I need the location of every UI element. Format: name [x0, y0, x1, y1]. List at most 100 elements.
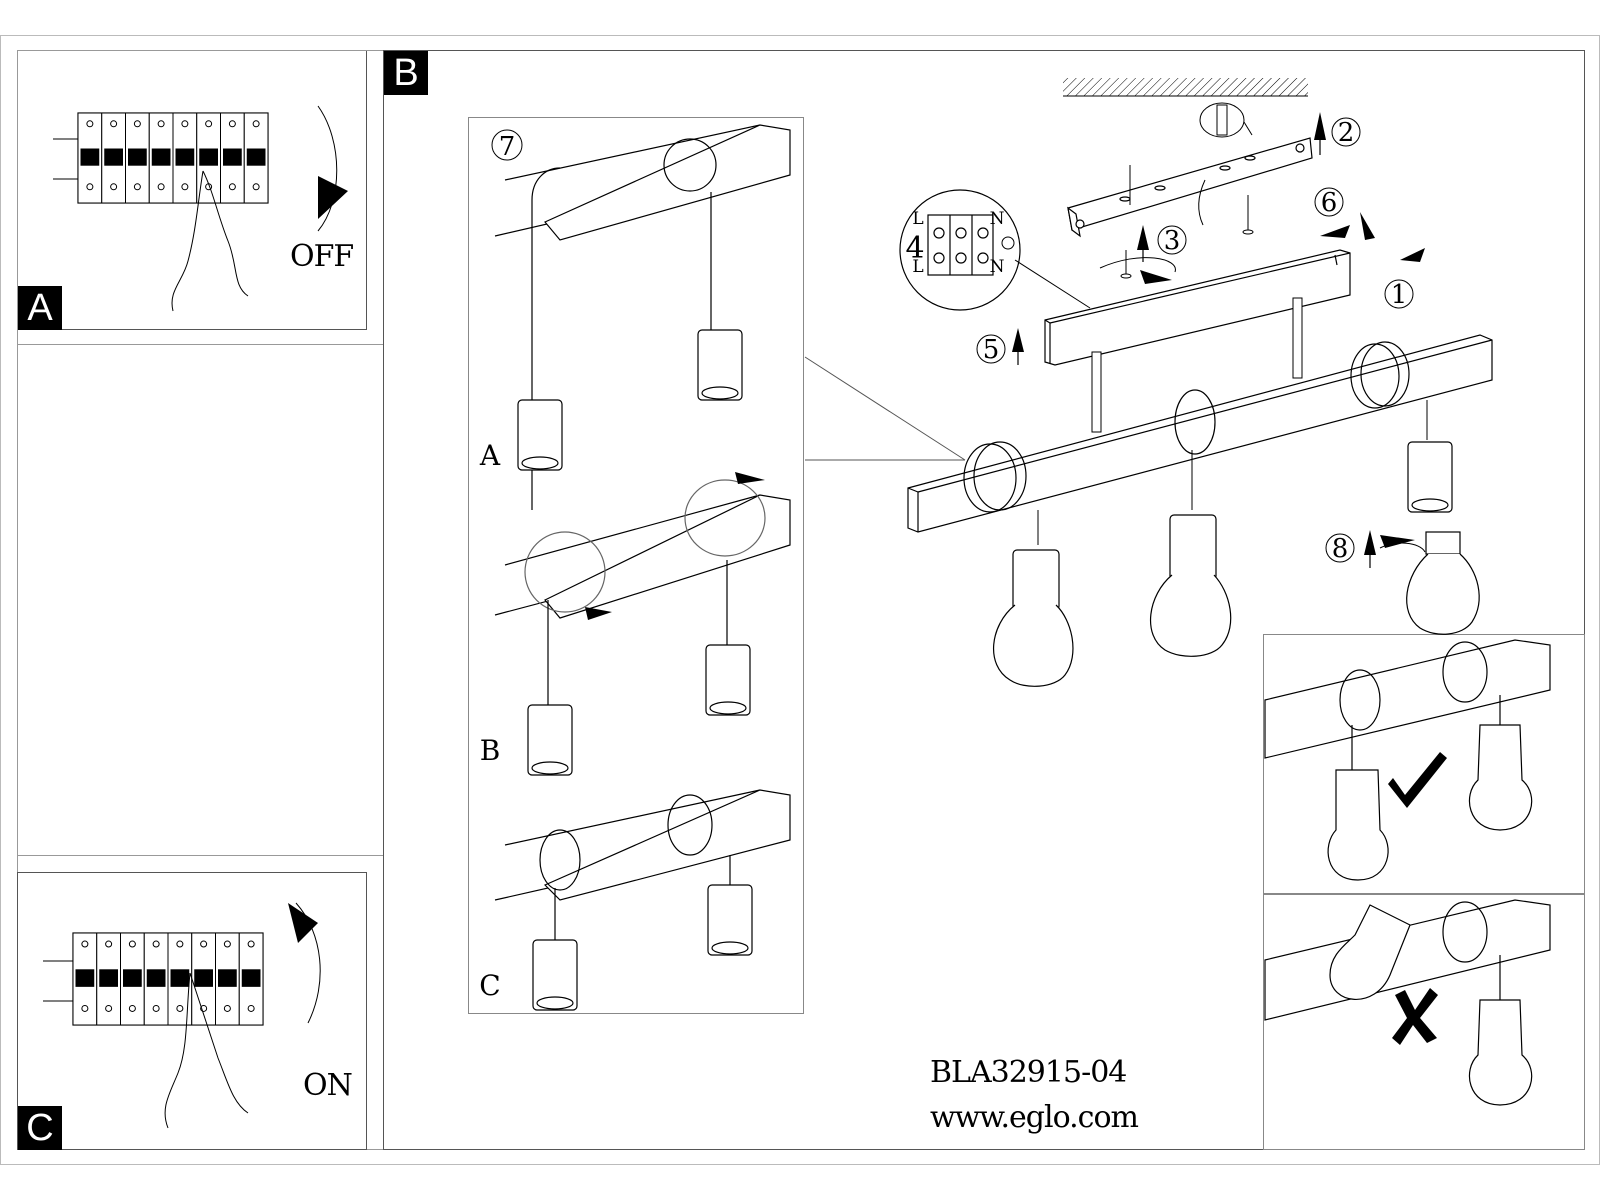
terminal-screw	[81, 1004, 89, 1012]
breaker-modules	[72, 932, 264, 1026]
terminal-screw	[252, 120, 260, 128]
step-circle-1	[1384, 279, 1414, 309]
step-circle-8	[1325, 533, 1355, 563]
terminal-screw	[228, 183, 236, 191]
terminal-screw	[200, 940, 208, 948]
terminal-screw	[223, 940, 231, 948]
breaker-lever	[104, 148, 123, 166]
breaker-lever	[170, 969, 190, 987]
step-5-label: 5	[983, 335, 1000, 365]
terminal-block-detail	[899, 189, 1091, 311]
terminal-screw	[157, 183, 165, 191]
arrow-up-icon	[1012, 328, 1024, 352]
lamp-middle	[1150, 514, 1232, 657]
terminal-screw	[110, 120, 118, 128]
breaker-lever	[123, 969, 142, 987]
step-circle-5	[976, 334, 1006, 364]
hand-icon	[164, 972, 249, 1129]
panel-b-letter: B	[384, 51, 428, 95]
panel-a-letter: A	[18, 286, 62, 330]
rotate-arrow-icon	[1099, 257, 1176, 273]
supply-wire	[1198, 179, 1206, 226]
website-url[interactable]: www.eglo.com	[930, 1100, 1139, 1135]
terminal-screw	[205, 120, 213, 128]
breaker-lever	[80, 148, 100, 166]
breaker-lever	[146, 969, 166, 987]
check-icon	[1388, 752, 1447, 808]
screw-icon	[1120, 165, 1254, 279]
switch-off-label: OFF	[290, 239, 354, 274]
step-circle-3	[1157, 225, 1187, 255]
breaker-lever	[218, 969, 237, 987]
terminal-screw	[105, 1004, 113, 1012]
step-1-label: 1	[1391, 280, 1408, 310]
hand-icon	[171, 170, 249, 312]
turn-arrow-icon	[317, 105, 338, 232]
pendant-cables	[1037, 400, 1428, 545]
arrow-right-icon	[735, 472, 765, 484]
arrow-up-icon	[1364, 530, 1376, 555]
step-circles	[491, 117, 1414, 563]
breaker-lever	[246, 148, 266, 166]
step-8-label: 8	[1332, 534, 1349, 564]
arrow-left-icon	[1400, 248, 1425, 262]
terminal-n-top: N	[990, 209, 1005, 229]
variant-c-drawing	[494, 789, 791, 1011]
breaker-lever	[99, 969, 118, 987]
variant-b-drawing	[494, 479, 791, 776]
lamp-right	[1407, 441, 1453, 513]
left-column-frame	[17, 345, 384, 855]
breaker-lever	[75, 969, 95, 987]
correct-hanging-drawing	[1264, 639, 1551, 881]
step-7-label: 7	[499, 132, 516, 162]
terminal-screw	[86, 183, 94, 191]
arrow-head-icon	[288, 903, 318, 943]
panel-b: B	[383, 50, 1585, 1150]
terminal-screw	[252, 183, 260, 191]
terminal-screw	[133, 183, 141, 191]
terminal-screw	[152, 940, 160, 948]
breaker-lever	[175, 148, 195, 166]
terminal-screw	[223, 1004, 231, 1012]
breaker-lever	[151, 148, 171, 166]
terminal-screw	[81, 940, 89, 948]
terminal-screw	[181, 120, 189, 128]
breaker-lever	[199, 148, 218, 166]
suspension-rods	[1091, 297, 1303, 433]
arrow-right-icon	[585, 607, 612, 620]
variant-a-label: A	[479, 439, 501, 472]
terminal-screw	[105, 940, 113, 948]
mounting-bracket	[1067, 137, 1313, 238]
step-circle-7	[491, 129, 523, 161]
breaker-lever	[223, 148, 242, 166]
variant-a-drawing	[494, 124, 791, 510]
terminal-screw	[86, 120, 94, 128]
terminal-l-top: L	[912, 209, 923, 229]
step-2-label: 2	[1338, 118, 1355, 148]
terminal-screw	[110, 183, 118, 191]
loose-bulb	[1406, 531, 1480, 635]
terminal-screw	[157, 120, 165, 128]
model-code: BLA32915-04	[930, 1055, 1127, 1090]
terminal-l-bottom: L	[912, 257, 923, 277]
step-6-label: 6	[1321, 188, 1338, 218]
breaker-lever	[128, 148, 147, 166]
variant-b-label: B	[480, 734, 501, 767]
lamp-left	[992, 549, 1074, 687]
canopy	[1044, 249, 1351, 366]
terminal-n-bottom: N	[990, 257, 1005, 277]
breaker-row	[72, 932, 264, 1026]
breaker-on-illustration	[43, 902, 321, 1129]
arrow-left-icon	[1320, 225, 1350, 238]
terminal-screw	[133, 120, 141, 128]
breaker-lever	[194, 969, 213, 987]
leader-lines	[804, 356, 966, 461]
terminal-screw	[176, 940, 184, 948]
arrow-right-icon	[1140, 270, 1172, 284]
switch-on-label: ON	[303, 1068, 353, 1103]
terminal-screw	[128, 1004, 136, 1012]
cable-loops	[963, 341, 1410, 513]
ceiling-hatch	[1063, 78, 1308, 96]
step-circle-6	[1314, 187, 1344, 217]
